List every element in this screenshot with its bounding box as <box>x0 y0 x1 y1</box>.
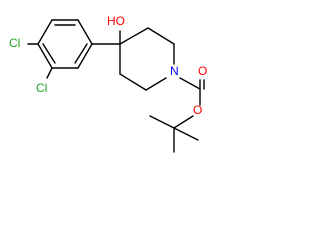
chemical-structure-diagram: Cl Cl HO N O O <box>9 14 207 153</box>
bond-ring-a1-a2 <box>77 19 93 45</box>
bond-ring-a3-a4 <box>37 19 53 45</box>
atom-label-cl-top: Cl <box>9 36 20 50</box>
bond-pip-c4-c3 <box>119 27 149 45</box>
bond-tbutyl-methyl-3 <box>173 127 199 141</box>
tert-butyl-group <box>149 115 199 153</box>
atom-label-cl-bottom: Cl <box>36 81 47 95</box>
bond-ring-double-2 <box>42 43 56 64</box>
bond-pip-c3-c2 <box>147 27 175 45</box>
bond-pip-c6-c5 <box>119 73 147 91</box>
bond-ester-o-tbutyl <box>173 115 194 129</box>
piperidine-ring <box>119 27 175 91</box>
bond-n-carbonyl <box>179 77 201 90</box>
bond-tbutyl-methyl-1 <box>149 115 175 129</box>
atom-label-nitrogen: N <box>170 64 179 78</box>
atom-label-hydroxyl: HO <box>107 14 125 28</box>
atom-label-ester-oxygen: O <box>193 103 202 117</box>
benzene-ring <box>37 19 93 69</box>
bond-ring-a4-a5 <box>37 43 53 69</box>
bond-pip-n-c6 <box>145 77 167 91</box>
bond-ring-a6-a1 <box>77 43 93 69</box>
bond-ring-double-3 <box>74 43 88 64</box>
bond-cl-bottom <box>46 67 53 79</box>
atom-label-carbonyl-oxygen: O <box>198 64 207 78</box>
